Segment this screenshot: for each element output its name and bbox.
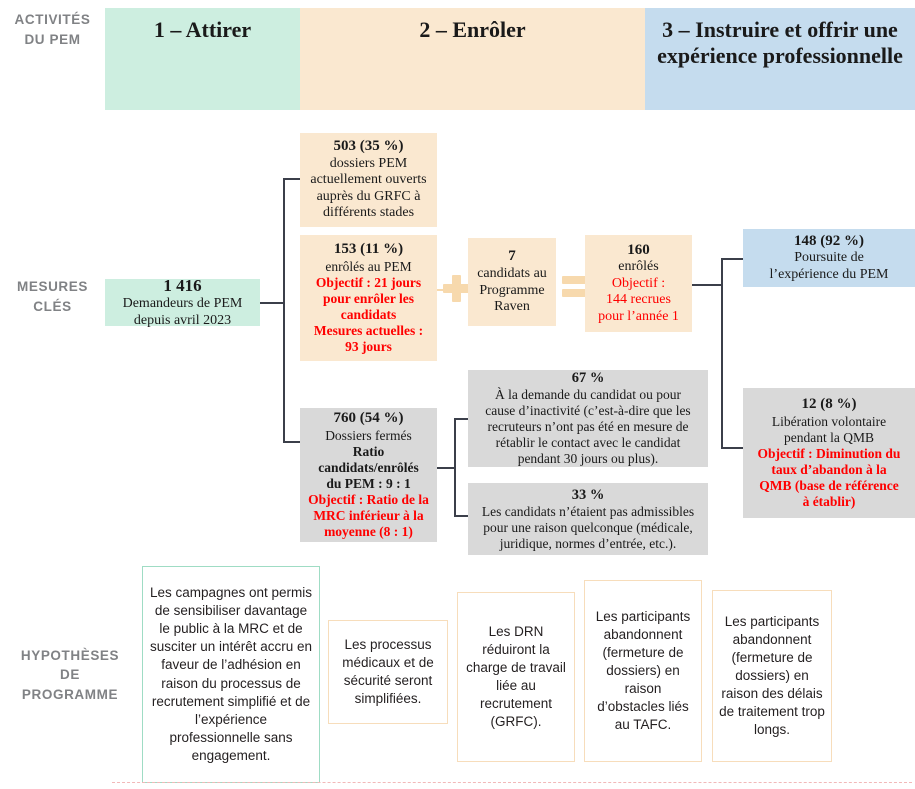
metric-reason-inactivity-line-5: pendant 30 jours ou plus).	[517, 450, 659, 466]
metric-enrolled-target-3: candidats	[340, 306, 397, 322]
metric-open-files-line-4: différents stades	[322, 205, 415, 221]
hypothesis-box-4-text: Les participants abandonnent (fermeture …	[595, 608, 691, 733]
phase-banner-attirer: 1 – Attirer	[105, 8, 300, 110]
connector-to-voluntary-release	[721, 447, 743, 449]
metric-closed-files-bold-2: candidats/enrôlés	[318, 459, 419, 475]
plus-operator-icon: +	[443, 273, 469, 303]
metric-reason-ineligible-line-3: juridique, normes d’entrée, etc.).	[499, 535, 677, 551]
row-label-measures: MESURES CLÉS	[17, 279, 88, 314]
metric-open-files-headline: 503 (35 %)	[333, 138, 404, 155]
metric-open-files-line-2: actuellement ouverts	[310, 172, 427, 188]
row-label-hypotheses: HYPOTHÈSES DE PROGRAMME	[20, 647, 120, 702]
hypothesis-box-2: Les processus médicaux et de sécurité se…	[328, 620, 448, 724]
metric-reason-inactivity-line-1: À la demande du candidat ou pour	[495, 387, 681, 403]
metric-open-files-line-3: auprès du GRFC à	[316, 188, 421, 204]
metric-voluntary-release-target-1: Objectif : Diminution du	[757, 445, 901, 461]
equals-operator-icon: =	[562, 273, 588, 299]
metric-raven-headline: 7	[508, 248, 516, 265]
connector-to-open-files	[283, 178, 300, 180]
metric-enrolled-target-1: Objectif : 21 jours	[315, 275, 422, 290]
metric-raven-line-1: candidats au	[477, 266, 547, 282]
phase-banner-enroler-label: 2 – Enrôler	[419, 17, 526, 42]
metric-enrolled-target-2: pour enrôler les	[323, 290, 414, 306]
metric-box-enrolled: 153 (11 %) enrôlés au PEM Objectif : 21 …	[300, 235, 437, 361]
connector-closed-files-stem	[437, 467, 455, 469]
hypothesis-box-3: Les DRN réduiront la charge de travail l…	[457, 592, 575, 762]
connector-to-reason-ineligible	[454, 515, 468, 517]
metric-raven-line-3: Raven	[494, 299, 530, 315]
metric-continuing-headline: 148 (92 %)	[794, 232, 864, 249]
hypothesis-box-1: Les campagnes ont permis de sensibiliser…	[142, 566, 320, 783]
phase-banner-enroler: 2 – Enrôler	[300, 8, 645, 110]
hypothesis-box-4: Les participants abandonnent (fermeture …	[584, 580, 702, 762]
metric-closed-files-target-1: Objectif : Ratio de la	[308, 491, 429, 507]
metric-enrolled-headline: 153 (11 %)	[333, 241, 404, 258]
metric-raven-line-2: Programme	[479, 282, 545, 298]
metric-continuing-line-1: Poursuite de	[794, 250, 864, 266]
connector-reasons-spine	[454, 418, 456, 516]
metric-applicants-line-2: depuis avril 2023	[133, 312, 232, 328]
metric-total-enrolled-line-1: enrôlés	[618, 259, 659, 275]
metric-applicants-line-1: Demandeurs de PEM	[122, 296, 243, 312]
metric-reason-inactivity-line-3: recruteurs n’ont pas été en mesure de	[487, 419, 689, 435]
hypothesis-box-3-text: Les DRN réduiront la charge de travail l…	[466, 623, 566, 730]
metric-voluntary-release-target-4: à établir)	[802, 493, 856, 509]
metric-reason-inactivity-line-4: rétablir le contact avec le candidat	[495, 435, 681, 451]
metric-closed-files-headline: 760 (54 %)	[333, 410, 404, 427]
phase-banner-instruire: 3 – Instruire et offrir une expérience p…	[645, 8, 915, 110]
row-label-activities: ACTIVITÉS DU PEM	[14, 12, 91, 47]
metric-box-reason-ineligible: 33 % Les candidats n’étaient pas admissi…	[468, 483, 708, 555]
metric-closed-files-bold-3: du PEM : 9 : 1	[326, 475, 411, 491]
phase-banner-attirer-label: 1 – Attirer	[153, 17, 252, 42]
metric-reason-ineligible-line-1: Les candidats n’étaient pas admissibles	[481, 503, 695, 519]
connector-to-continuing	[721, 258, 743, 260]
metric-voluntary-release-headline: 12 (8 %)	[801, 396, 857, 413]
metric-reason-inactivity-line-2: cause d’inactivité (c’est-à-dire que les	[485, 403, 691, 419]
metric-total-enrolled-headline: 160	[627, 241, 650, 258]
hypothesis-box-5-text: Les participants abandonnent (fermeture …	[719, 613, 825, 738]
metric-reason-ineligible-line-2: pour une raison quelconque (médicale,	[483, 519, 693, 535]
metric-box-raven: 7 candidats au Programme Raven	[468, 238, 556, 326]
metric-box-total-enrolled: 160 enrôlés Objectif : 144 recrues pour …	[585, 235, 692, 332]
metric-enrolled-line-1: enrôlés au PEM	[325, 259, 412, 275]
metric-applicants-headline: 1 416	[163, 275, 202, 295]
metric-voluntary-release-target-2: taux d’abandon à la	[771, 461, 887, 477]
metric-voluntary-release-line-1: Libération volontaire	[771, 414, 887, 430]
metric-box-voluntary-release: 12 (8 %) Libération volontaire pendant l…	[743, 388, 915, 518]
connector-to-reason-inactivity	[454, 418, 468, 420]
metric-enrolled-target-5: 93 jours	[345, 338, 392, 354]
connector-to-closed-files	[283, 441, 300, 443]
metric-voluntary-release-line-2: pendant la QMB	[784, 430, 874, 445]
connector-outcomes-spine	[721, 258, 723, 449]
metric-open-files-line-1: dossiers PEM	[329, 155, 408, 171]
phase-banner-instruire-label: 3 – Instruire et offrir une expérience p…	[657, 17, 903, 68]
hypothesis-box-5: Les participants abandonnent (fermeture …	[712, 590, 832, 762]
connector-total-enrolled-stem	[692, 284, 722, 286]
metric-total-enrolled-target-2: 144 recrues	[606, 292, 671, 308]
metric-voluntary-release-target-3: QMB (base de référence	[759, 477, 899, 493]
metric-box-continuing: 148 (92 %) Poursuite de l’expérience du …	[743, 229, 915, 287]
metric-closed-files-target-3: moyenne (8 : 1)	[324, 523, 413, 539]
metric-box-reason-inactivity: 67 % À la demande du candidat ou pour ca…	[468, 370, 708, 467]
metric-box-closed-files: 760 (54 %) Dossiers fermés Ratio candida…	[300, 408, 437, 542]
metric-box-applicants: 1 416 Demandeurs de PEM depuis avril 202…	[105, 275, 260, 328]
metric-closed-files-target-2: MRC inférieur à la	[313, 507, 424, 523]
hypothesis-box-1-text: Les campagnes ont permis de sensibiliser…	[149, 585, 313, 763]
hypothesis-box-2-text: Les processus médicaux et de sécurité se…	[342, 636, 434, 707]
connector-applicants-stem	[260, 302, 284, 304]
metric-continuing-line-2: l’expérience du PEM	[769, 266, 889, 282]
metric-closed-files-line-1: Dossiers fermés	[325, 428, 412, 444]
metric-enrolled-target-4: Mesures actuelles :	[313, 322, 424, 338]
connector-applicants-spine	[283, 178, 285, 442]
metric-reason-ineligible-headline: 33 %	[571, 486, 605, 503]
metric-box-open-files: 503 (35 %) dossiers PEM actuellement ouv…	[300, 133, 437, 227]
metric-closed-files-bold-1: Ratio	[352, 444, 385, 460]
bottom-dashed-divider	[112, 782, 912, 783]
metric-total-enrolled-target-1: Objectif :	[611, 275, 666, 291]
metric-total-enrolled-target-3: pour l’année 1	[598, 308, 679, 324]
metric-reason-inactivity-headline: 67 %	[571, 370, 605, 387]
